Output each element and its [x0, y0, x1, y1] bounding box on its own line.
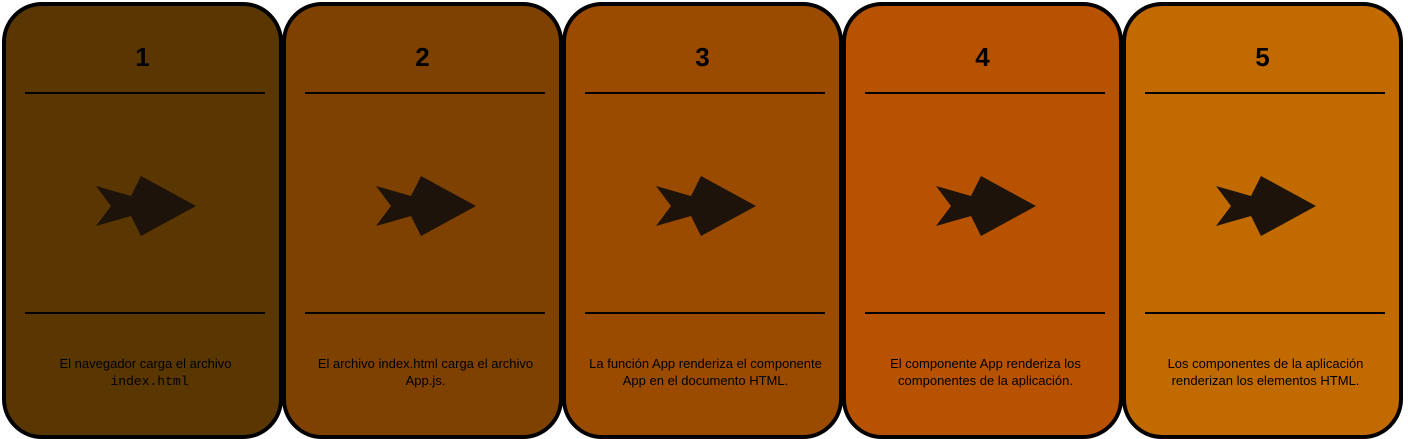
arrow-right-icon [1216, 176, 1316, 236]
step-card-4: 4 El componente App renderiza los compon… [842, 2, 1123, 439]
arrow-right-icon [96, 176, 196, 236]
divider-top [865, 92, 1105, 94]
step-code: index.html [110, 374, 189, 389]
divider-bottom [25, 312, 265, 314]
arrow-right-icon [936, 176, 1036, 236]
step-text: El componente App renderiza los componen… [890, 356, 1081, 388]
step-number: 1 [135, 42, 150, 72]
divider-bottom [585, 312, 825, 314]
divider-top [1145, 92, 1385, 94]
step-card-5: 5 Los componentes de la aplicación rende… [1122, 2, 1403, 439]
divider-bottom [305, 312, 545, 314]
step-text: El archivo index.html carga el archivo A… [317, 356, 534, 388]
step-description: Los componentes de la aplicación renderi… [1140, 355, 1391, 389]
divider-top [25, 92, 265, 94]
divider-bottom [865, 312, 1105, 314]
step-description: El archivo index.html carga el archivo A… [300, 355, 551, 389]
divider-top [305, 92, 545, 94]
step-card-2: 2 El archivo index.html carga el archivo… [282, 2, 563, 439]
step-text: La función App renderiza el componente A… [589, 356, 822, 388]
step-number: 3 [695, 42, 710, 72]
arrow-right-icon [656, 176, 756, 236]
step-number: 2 [415, 42, 430, 72]
step-number: 5 [1255, 42, 1270, 72]
step-card-1: 1 El navegador carga el archivo index.ht… [2, 2, 283, 439]
divider-top [585, 92, 825, 94]
step-text: Los componentes de la aplicación renderi… [1167, 356, 1364, 388]
step-number: 4 [975, 42, 990, 72]
step-description: El navegador carga el archivo index.html [20, 355, 271, 390]
step-description: El componente App renderiza los componen… [860, 355, 1111, 389]
divider-bottom [1145, 312, 1385, 314]
arrow-right-icon [376, 176, 476, 236]
step-card-3: 3 La función App renderiza el componente… [562, 2, 843, 439]
step-description: La función App renderiza el componente A… [580, 355, 831, 389]
step-text: El navegador carga el archivo [59, 356, 232, 371]
